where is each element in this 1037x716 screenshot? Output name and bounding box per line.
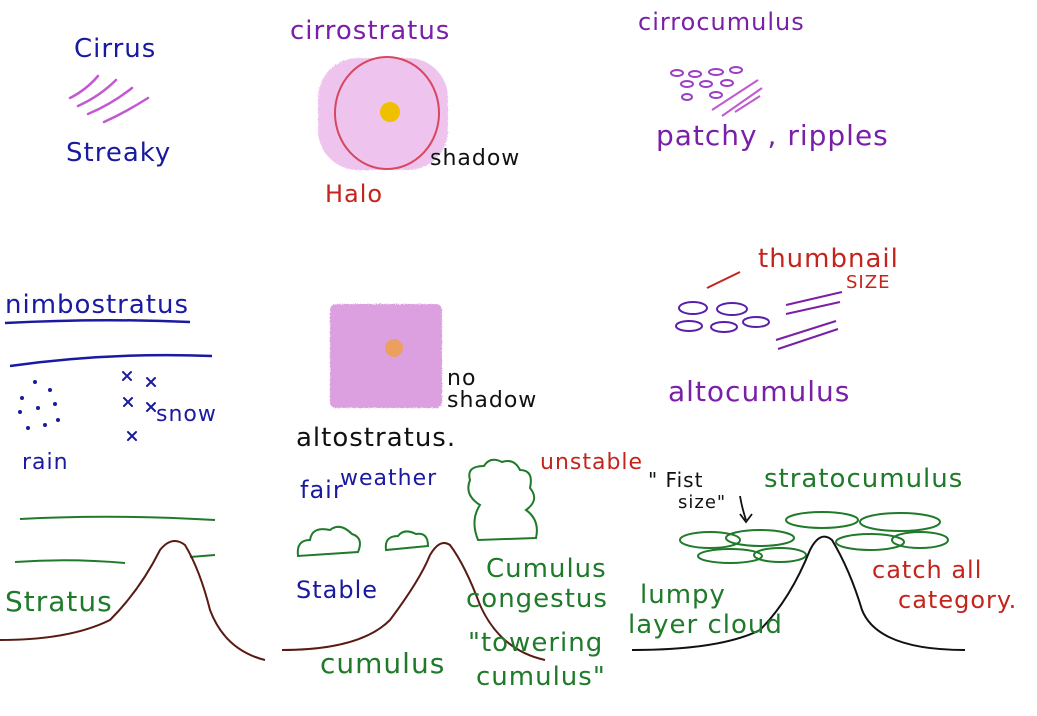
cirrus-note: Streaky [66, 138, 172, 168]
congestus-label-1: Cumulus [486, 554, 607, 584]
altocumulus-drawing [675, 271, 843, 350]
nimbostratus-drawing [4, 318, 213, 441]
fair-label: fair [300, 476, 344, 504]
lumpy-label-1: lumpy [640, 580, 726, 610]
rain-label: rain [22, 450, 69, 475]
no-shadow-label-1: no [447, 366, 477, 391]
fist-label-2: size" [678, 492, 727, 513]
stable-label: Stable [296, 576, 379, 604]
sun-icon [380, 102, 400, 122]
size-label: SIZE [846, 272, 891, 293]
stratocumulus-title: stratocumulus [764, 464, 964, 494]
mountain-outline-3 [631, 535, 966, 651]
cirrocumulus-ripples-drawing [670, 66, 763, 117]
halo-drawing [318, 56, 448, 170]
cirrocumulus-title: cirrocumulus [638, 8, 805, 36]
catch-all-label-2: category. [898, 586, 1018, 614]
rain-drops [18, 380, 60, 430]
snow-label: snow [156, 402, 217, 427]
cumulus-title: cumulus [320, 647, 446, 680]
thumbnail-label: thumbnail [758, 244, 899, 274]
no-shadow-label-2: shadow [447, 388, 538, 413]
cirrus-title: Cirrus [74, 34, 157, 64]
halo-label: Halo [325, 180, 384, 208]
cirrocumulus-note: patchy , ripples [656, 119, 889, 152]
lumpy-label-2: layer cloud [628, 610, 783, 640]
fist-label-1: " Fist [648, 468, 704, 492]
fair-weather-clouds [296, 525, 430, 558]
altostratus-drawing [330, 304, 442, 408]
mountain-outline [0, 540, 266, 661]
cirrostratus-title: cirrostratus [290, 16, 451, 46]
mountain-outline-2 [281, 542, 546, 661]
towering-cumulus-cloud [467, 458, 538, 542]
stratus-title: Stratus [5, 585, 113, 618]
shadow-label: shadow [430, 146, 521, 171]
altostratus-title: altostratus. [296, 423, 457, 453]
stratus-drawing [0, 515, 266, 661]
dim-sun-icon [385, 339, 403, 357]
cumulus-label-2: cumulus" [476, 662, 606, 692]
congestus-label-2: congestus [466, 584, 608, 614]
snowflake-icons [122, 371, 156, 441]
altocumulus-title: altocumulus [668, 375, 851, 408]
arrow-icon [739, 495, 753, 524]
unstable-label: unstable [540, 450, 644, 475]
cumulus-drawing [281, 458, 546, 661]
weather-label: weather [340, 466, 438, 491]
nimbostratus-title: nimbostratus [5, 290, 190, 320]
cirrus-streaks-drawing [68, 74, 150, 124]
stratocumulus-drawing [631, 495, 966, 651]
towering-label: "towering [468, 628, 604, 658]
catch-all-label-1: catch all [872, 556, 983, 584]
